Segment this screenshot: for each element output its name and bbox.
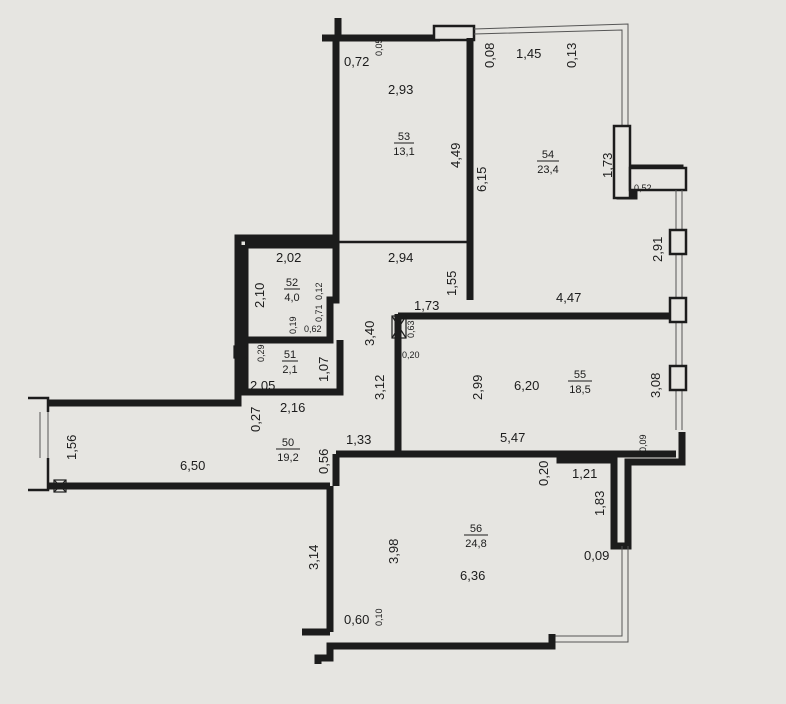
room-54: 54 23,4 — [537, 149, 559, 176]
dim-0-71: 0,71 — [314, 304, 324, 322]
dim-2-91: 2,91 — [650, 237, 665, 262]
dim-4-49: 4,49 — [448, 143, 463, 168]
walls — [28, 18, 688, 664]
window-top-inner — [473, 29, 623, 128]
dim-0-60: 0,60 — [344, 612, 369, 627]
room-51: 51 2,1 — [282, 349, 298, 376]
window-bottom-right-inner — [552, 546, 623, 637]
room-55: 55 18,5 — [568, 369, 592, 396]
pier-right-upper — [612, 124, 632, 200]
dim-0-20-a: 0,20 — [402, 350, 420, 360]
dim-6-20: 6,20 — [514, 378, 539, 393]
dim-2-02: 2,02 — [276, 250, 301, 265]
wall-top-pier — [432, 24, 476, 42]
room-50: 50 19,2 — [276, 437, 300, 464]
partition-55-top — [394, 312, 670, 320]
room-56-area: 24,8 — [465, 538, 486, 550]
dim-1-07: 1,07 — [316, 357, 331, 382]
dim-1-33: 1,33 — [346, 432, 371, 447]
dim-6-36: 6,36 — [460, 568, 485, 583]
dim-5-47: 5,47 — [500, 430, 525, 445]
wall-wc-51 — [241, 340, 344, 396]
pier-right-3 — [668, 364, 688, 392]
dim-4-47: 4,47 — [556, 290, 581, 305]
room-53-number: 53 — [398, 131, 410, 143]
dim-0-56: 0,56 — [316, 449, 331, 474]
window-top — [473, 23, 629, 128]
dim-0-12: 0,12 — [314, 282, 324, 300]
dim-1-45: 1,45 — [516, 46, 541, 61]
wall-corridor-left-bottom — [28, 458, 50, 492]
door-cross-marks — [53, 315, 407, 493]
room-53-area: 13,1 — [393, 146, 414, 158]
room-56-number: 56 — [470, 523, 482, 535]
dim-6-50: 6,50 — [180, 458, 205, 473]
dimension-labels: 0,72 0,05 2,93 4,49 0,08 1,45 0,13 6,15 … — [64, 38, 665, 627]
dim-0-09-a: 0,09 — [638, 434, 648, 452]
dim-0-08: 0,08 — [482, 43, 497, 68]
dim-6-15: 6,15 — [474, 167, 489, 192]
window-bottom-right — [552, 546, 629, 643]
room-51-area: 2,1 — [282, 364, 297, 376]
dim-1-56: 1,56 — [64, 435, 79, 460]
wall-bedroom-53-left — [48, 18, 342, 407]
dim-3-08: 3,08 — [648, 373, 663, 398]
room-52-number: 52 — [286, 277, 298, 289]
dim-0-27: 0,27 — [248, 407, 263, 432]
dim-1-55: 1,55 — [444, 271, 459, 296]
dim-2-16: 2,16 — [280, 400, 305, 415]
dim-1-73-b: 1,73 — [414, 298, 439, 313]
room-56: 56 24,8 — [464, 523, 488, 550]
wall-right-lower — [556, 432, 686, 550]
room-labels: 53 13,1 54 23,4 52 4,0 51 2,1 55 18,5 50… — [276, 131, 592, 550]
room-50-number: 50 — [282, 437, 294, 449]
dim-1-73-a: 1,73 — [600, 153, 615, 178]
dim-0-19: 0,19 — [288, 316, 298, 334]
dim-3-14: 3,14 — [306, 545, 321, 570]
dim-0-20-b: 0,20 — [536, 461, 551, 486]
room-51-number: 51 — [284, 349, 296, 361]
room-54-number: 54 — [542, 149, 554, 161]
dim-0-05: 0,05 — [374, 38, 384, 56]
room-52-area: 4,0 — [284, 292, 299, 304]
dim-2-05: 2,05 — [250, 378, 275, 393]
dim-2-93: 2,93 — [388, 82, 413, 97]
room-55-number: 55 — [574, 369, 586, 381]
room-54-area: 23,4 — [537, 164, 558, 176]
dim-0-13: 0,13 — [564, 43, 579, 68]
dim-0-63: 0,63 — [406, 320, 416, 338]
dim-1-83: 1,83 — [592, 491, 607, 516]
dim-0-72: 0,72 — [344, 54, 369, 69]
dim-3-12: 3,12 — [372, 375, 387, 400]
pier-right-1 — [668, 228, 688, 256]
dim-2-10: 2,10 — [252, 283, 267, 308]
dim-1-21: 1,21 — [572, 466, 597, 481]
dim-2-94: 2,94 — [388, 250, 413, 265]
wall-corridor-left-top — [28, 396, 50, 412]
pier-right-2 — [668, 296, 688, 324]
dim-0-09-b: 0,09 — [584, 548, 609, 563]
room-50-area: 19,2 — [277, 452, 298, 464]
room-53: 53 13,1 — [393, 131, 414, 158]
dim-0-29: 0,29 — [256, 344, 266, 362]
pier-right-notch — [628, 166, 688, 192]
dim-0-52: 0,52 — [634, 183, 652, 193]
room-55-area: 18,5 — [569, 384, 590, 396]
dim-0-10: 0,10 — [374, 608, 384, 626]
dim-2-99: 2,99 — [470, 375, 485, 400]
dim-3-98: 3,98 — [386, 539, 401, 564]
wall-bottom — [314, 634, 556, 664]
dim-3-40: 3,40 — [362, 321, 377, 346]
dim-0-62: 0,62 — [304, 324, 322, 334]
room-52: 52 4,0 — [284, 277, 300, 304]
